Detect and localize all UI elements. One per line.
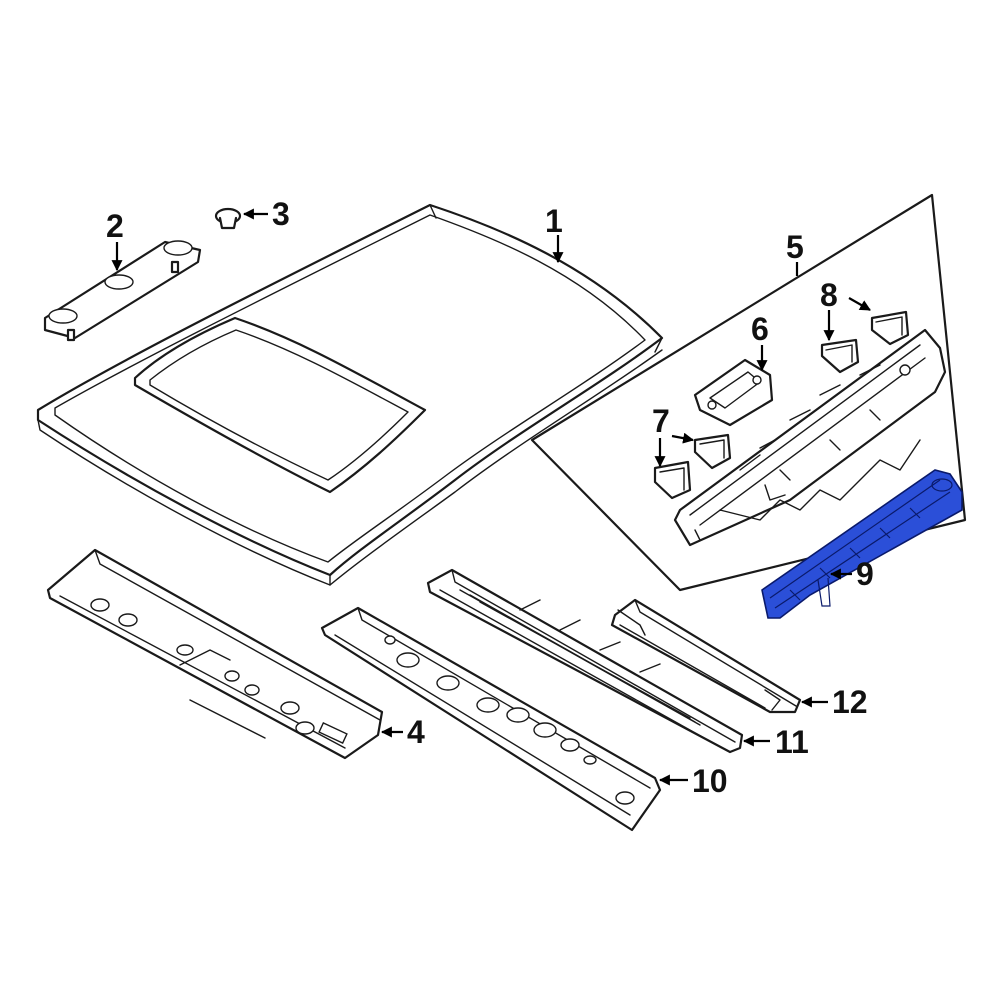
callout-1: 1 bbox=[545, 203, 563, 239]
callout-2: 2 bbox=[106, 208, 124, 244]
rear-header-part bbox=[673, 328, 947, 547]
callout-12: 12 bbox=[832, 684, 868, 720]
reinforcement-part-9-highlighted bbox=[761, 469, 963, 619]
clip-part-7b bbox=[693, 433, 732, 470]
rear-bow-part-12 bbox=[610, 598, 802, 714]
callout-4: 4 bbox=[407, 714, 425, 750]
leader-8b bbox=[848, 297, 871, 311]
callout-7: 7 bbox=[652, 403, 670, 439]
leader-lines bbox=[111, 208, 871, 786]
clip-part-8b bbox=[870, 310, 910, 346]
callout-10: 10 bbox=[692, 763, 728, 799]
roof-bow-part-10 bbox=[320, 606, 662, 832]
callout-11: 11 bbox=[775, 724, 809, 760]
callout-9: 9 bbox=[856, 556, 874, 592]
callout-6: 6 bbox=[751, 311, 769, 347]
front-header-panel bbox=[46, 548, 384, 760]
leader-7b bbox=[671, 432, 695, 444]
clip-nut-part-3 bbox=[214, 207, 242, 230]
callout-5: 5 bbox=[786, 229, 804, 265]
roof-bow-part-11 bbox=[426, 568, 744, 754]
bracket-part-2 bbox=[43, 240, 202, 342]
clip-part-7a bbox=[653, 460, 692, 500]
callout-8: 8 bbox=[820, 277, 838, 313]
callout-3: 3 bbox=[272, 196, 290, 232]
clip-part-8a bbox=[820, 338, 860, 374]
callout-labels: 1 2 3 4 5 6 7 8 9 10 11 12 bbox=[106, 196, 874, 799]
roof-panel bbox=[36, 203, 664, 586]
bracket-part-6 bbox=[693, 358, 774, 427]
